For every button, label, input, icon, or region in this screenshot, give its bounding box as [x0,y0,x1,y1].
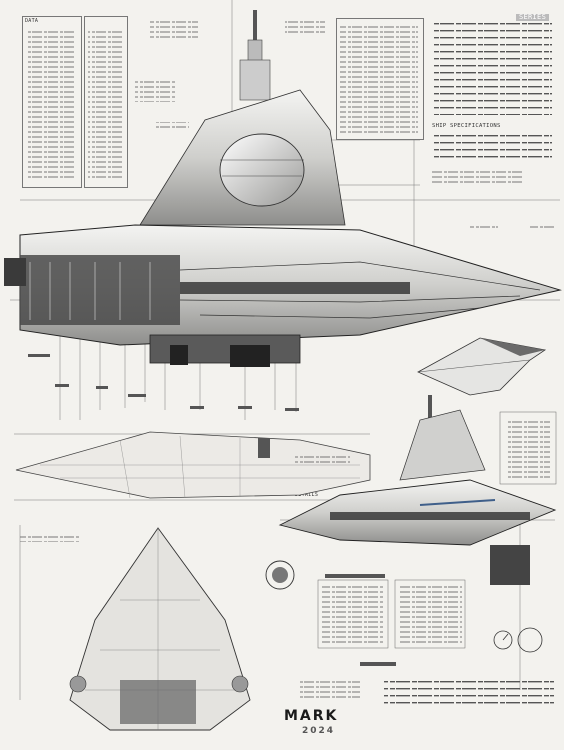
corner-label: SERIES [516,14,550,21]
bottom-notes [20,536,554,708]
spec-table [317,574,466,666]
mid-caption: DETAILS [295,492,319,498]
starship-side-view [4,10,562,367]
top-center-text [135,20,418,134]
starship-wireframe-side [15,431,371,499]
signature-text: 2024 [302,726,336,736]
dimension-labels [28,354,299,411]
gauge-icon [493,627,543,653]
left-table-panel-2 [84,16,128,188]
left-column-text [26,30,122,180]
wing-detail [417,337,547,396]
right-side-panel [499,411,557,485]
left-table-title: DATA [25,18,39,24]
left-table-panel [22,16,82,188]
upper-spec-panel [336,18,424,140]
bottom-label: MARK [284,708,339,724]
right-text-header: SHIP SPECIFICATIONS [432,123,501,129]
right-spec-text [432,20,556,230]
round-emblem [265,560,295,590]
starship-side-view-small [278,395,557,585]
starship-top-view [69,527,251,731]
